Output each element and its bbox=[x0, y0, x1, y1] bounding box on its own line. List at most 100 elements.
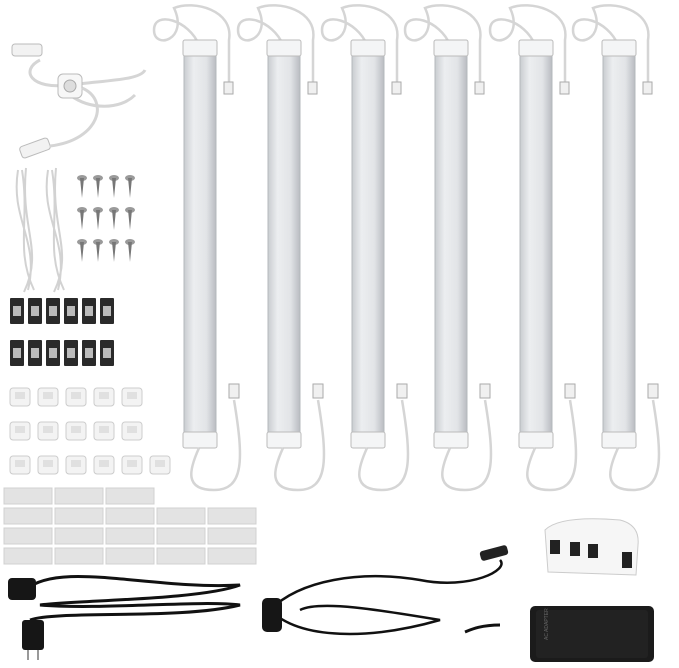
mounting-clip bbox=[28, 298, 42, 324]
dimmer-output-cable bbox=[49, 86, 99, 148]
connector bbox=[228, 383, 240, 399]
end-cap bbox=[601, 431, 637, 449]
bottom-cable bbox=[609, 399, 661, 492]
connector bbox=[307, 81, 318, 95]
bar-body bbox=[183, 41, 217, 449]
inline-switch[interactable] bbox=[262, 598, 282, 632]
screw bbox=[77, 207, 87, 230]
screw bbox=[125, 207, 135, 230]
end-cap bbox=[433, 39, 469, 57]
tape-pad bbox=[207, 547, 257, 565]
adhesive-clip bbox=[93, 387, 115, 407]
bar-body bbox=[434, 41, 468, 449]
end-cap bbox=[182, 39, 218, 57]
mounting-clip bbox=[82, 340, 96, 366]
adhesive-clip bbox=[65, 387, 87, 407]
adhesive-clip bbox=[37, 387, 59, 407]
tape-pad bbox=[105, 507, 155, 525]
adhesive-clip bbox=[149, 455, 171, 475]
tape-pad bbox=[54, 487, 104, 505]
connector bbox=[391, 81, 402, 95]
light-bar bbox=[571, 4, 661, 492]
dimmer-cable bbox=[28, 58, 147, 108]
tape-pad bbox=[105, 487, 155, 505]
bar-body bbox=[602, 41, 636, 449]
top-cable bbox=[403, 4, 482, 85]
screw bbox=[93, 175, 103, 198]
dc-female-connector bbox=[11, 43, 43, 57]
mounting-clip bbox=[28, 340, 42, 366]
screw bbox=[109, 175, 119, 198]
end-cap bbox=[182, 431, 218, 449]
mounting-clip bbox=[82, 298, 96, 324]
adhesive-clip bbox=[37, 421, 59, 441]
light-bar bbox=[152, 4, 242, 492]
bar-body bbox=[351, 41, 385, 449]
end-cap bbox=[518, 431, 554, 449]
top-cable bbox=[320, 4, 399, 85]
connector bbox=[647, 383, 659, 399]
connector bbox=[312, 383, 324, 399]
adhesive-clip bbox=[9, 387, 31, 407]
screw bbox=[125, 239, 135, 262]
adhesive-clip bbox=[93, 421, 115, 441]
mounting-clip bbox=[64, 298, 78, 324]
bar-body bbox=[519, 41, 553, 449]
connector bbox=[564, 383, 576, 399]
adhesive-clip bbox=[9, 421, 31, 441]
dimmer-knob-icon bbox=[63, 79, 77, 93]
bottom-cable bbox=[526, 399, 578, 492]
screws bbox=[77, 175, 135, 262]
top-cable bbox=[571, 4, 650, 85]
screw bbox=[125, 175, 135, 198]
dc-male-connector bbox=[19, 137, 51, 159]
tape-pad bbox=[3, 547, 53, 565]
screw bbox=[93, 239, 103, 262]
adhesive-clip bbox=[93, 455, 115, 475]
connector bbox=[559, 81, 570, 95]
mounting-clip bbox=[10, 340, 24, 366]
mounting-clips bbox=[10, 298, 114, 366]
mounting-clip bbox=[46, 298, 60, 324]
end-cap bbox=[350, 431, 386, 449]
mounting-clip bbox=[46, 340, 60, 366]
inline-switch-cable bbox=[262, 545, 509, 636]
adhesive-clip bbox=[121, 421, 143, 441]
connector bbox=[396, 383, 408, 399]
adhesive-clip bbox=[121, 387, 143, 407]
adhesive-clip bbox=[9, 455, 31, 475]
bottom-cable bbox=[358, 399, 410, 492]
end-cap bbox=[601, 39, 637, 57]
adhesive-clip bbox=[37, 455, 59, 475]
light-bar bbox=[320, 4, 410, 492]
tape-pad bbox=[54, 527, 104, 545]
mounting-clip bbox=[64, 340, 78, 366]
connector bbox=[479, 383, 491, 399]
bottom-cable bbox=[190, 399, 242, 492]
bottom-cable bbox=[274, 399, 326, 492]
connector bbox=[474, 81, 485, 95]
tape-pad bbox=[156, 507, 206, 525]
tape-pad bbox=[207, 527, 257, 545]
tape-pad bbox=[105, 527, 155, 545]
splitter-box bbox=[544, 518, 639, 576]
adapter-label: AC ADAPTER bbox=[544, 608, 550, 640]
screw bbox=[77, 175, 87, 198]
end-cap bbox=[433, 431, 469, 449]
end-cap bbox=[266, 39, 302, 57]
bottom-cable bbox=[441, 399, 493, 492]
adhesive-clips bbox=[9, 387, 171, 475]
extension-cable-coils bbox=[15, 167, 65, 293]
screw bbox=[93, 207, 103, 230]
tape-pad bbox=[3, 527, 53, 545]
mounting-clip bbox=[100, 340, 114, 366]
mounting-clip bbox=[10, 298, 24, 324]
adhesive-clip bbox=[65, 455, 87, 475]
tape-pad bbox=[54, 507, 104, 525]
light-bars bbox=[152, 4, 661, 492]
us-plug bbox=[22, 620, 44, 650]
figure-8-connector bbox=[8, 578, 36, 600]
adhesive-clip bbox=[121, 455, 143, 475]
light-bar bbox=[488, 4, 578, 492]
